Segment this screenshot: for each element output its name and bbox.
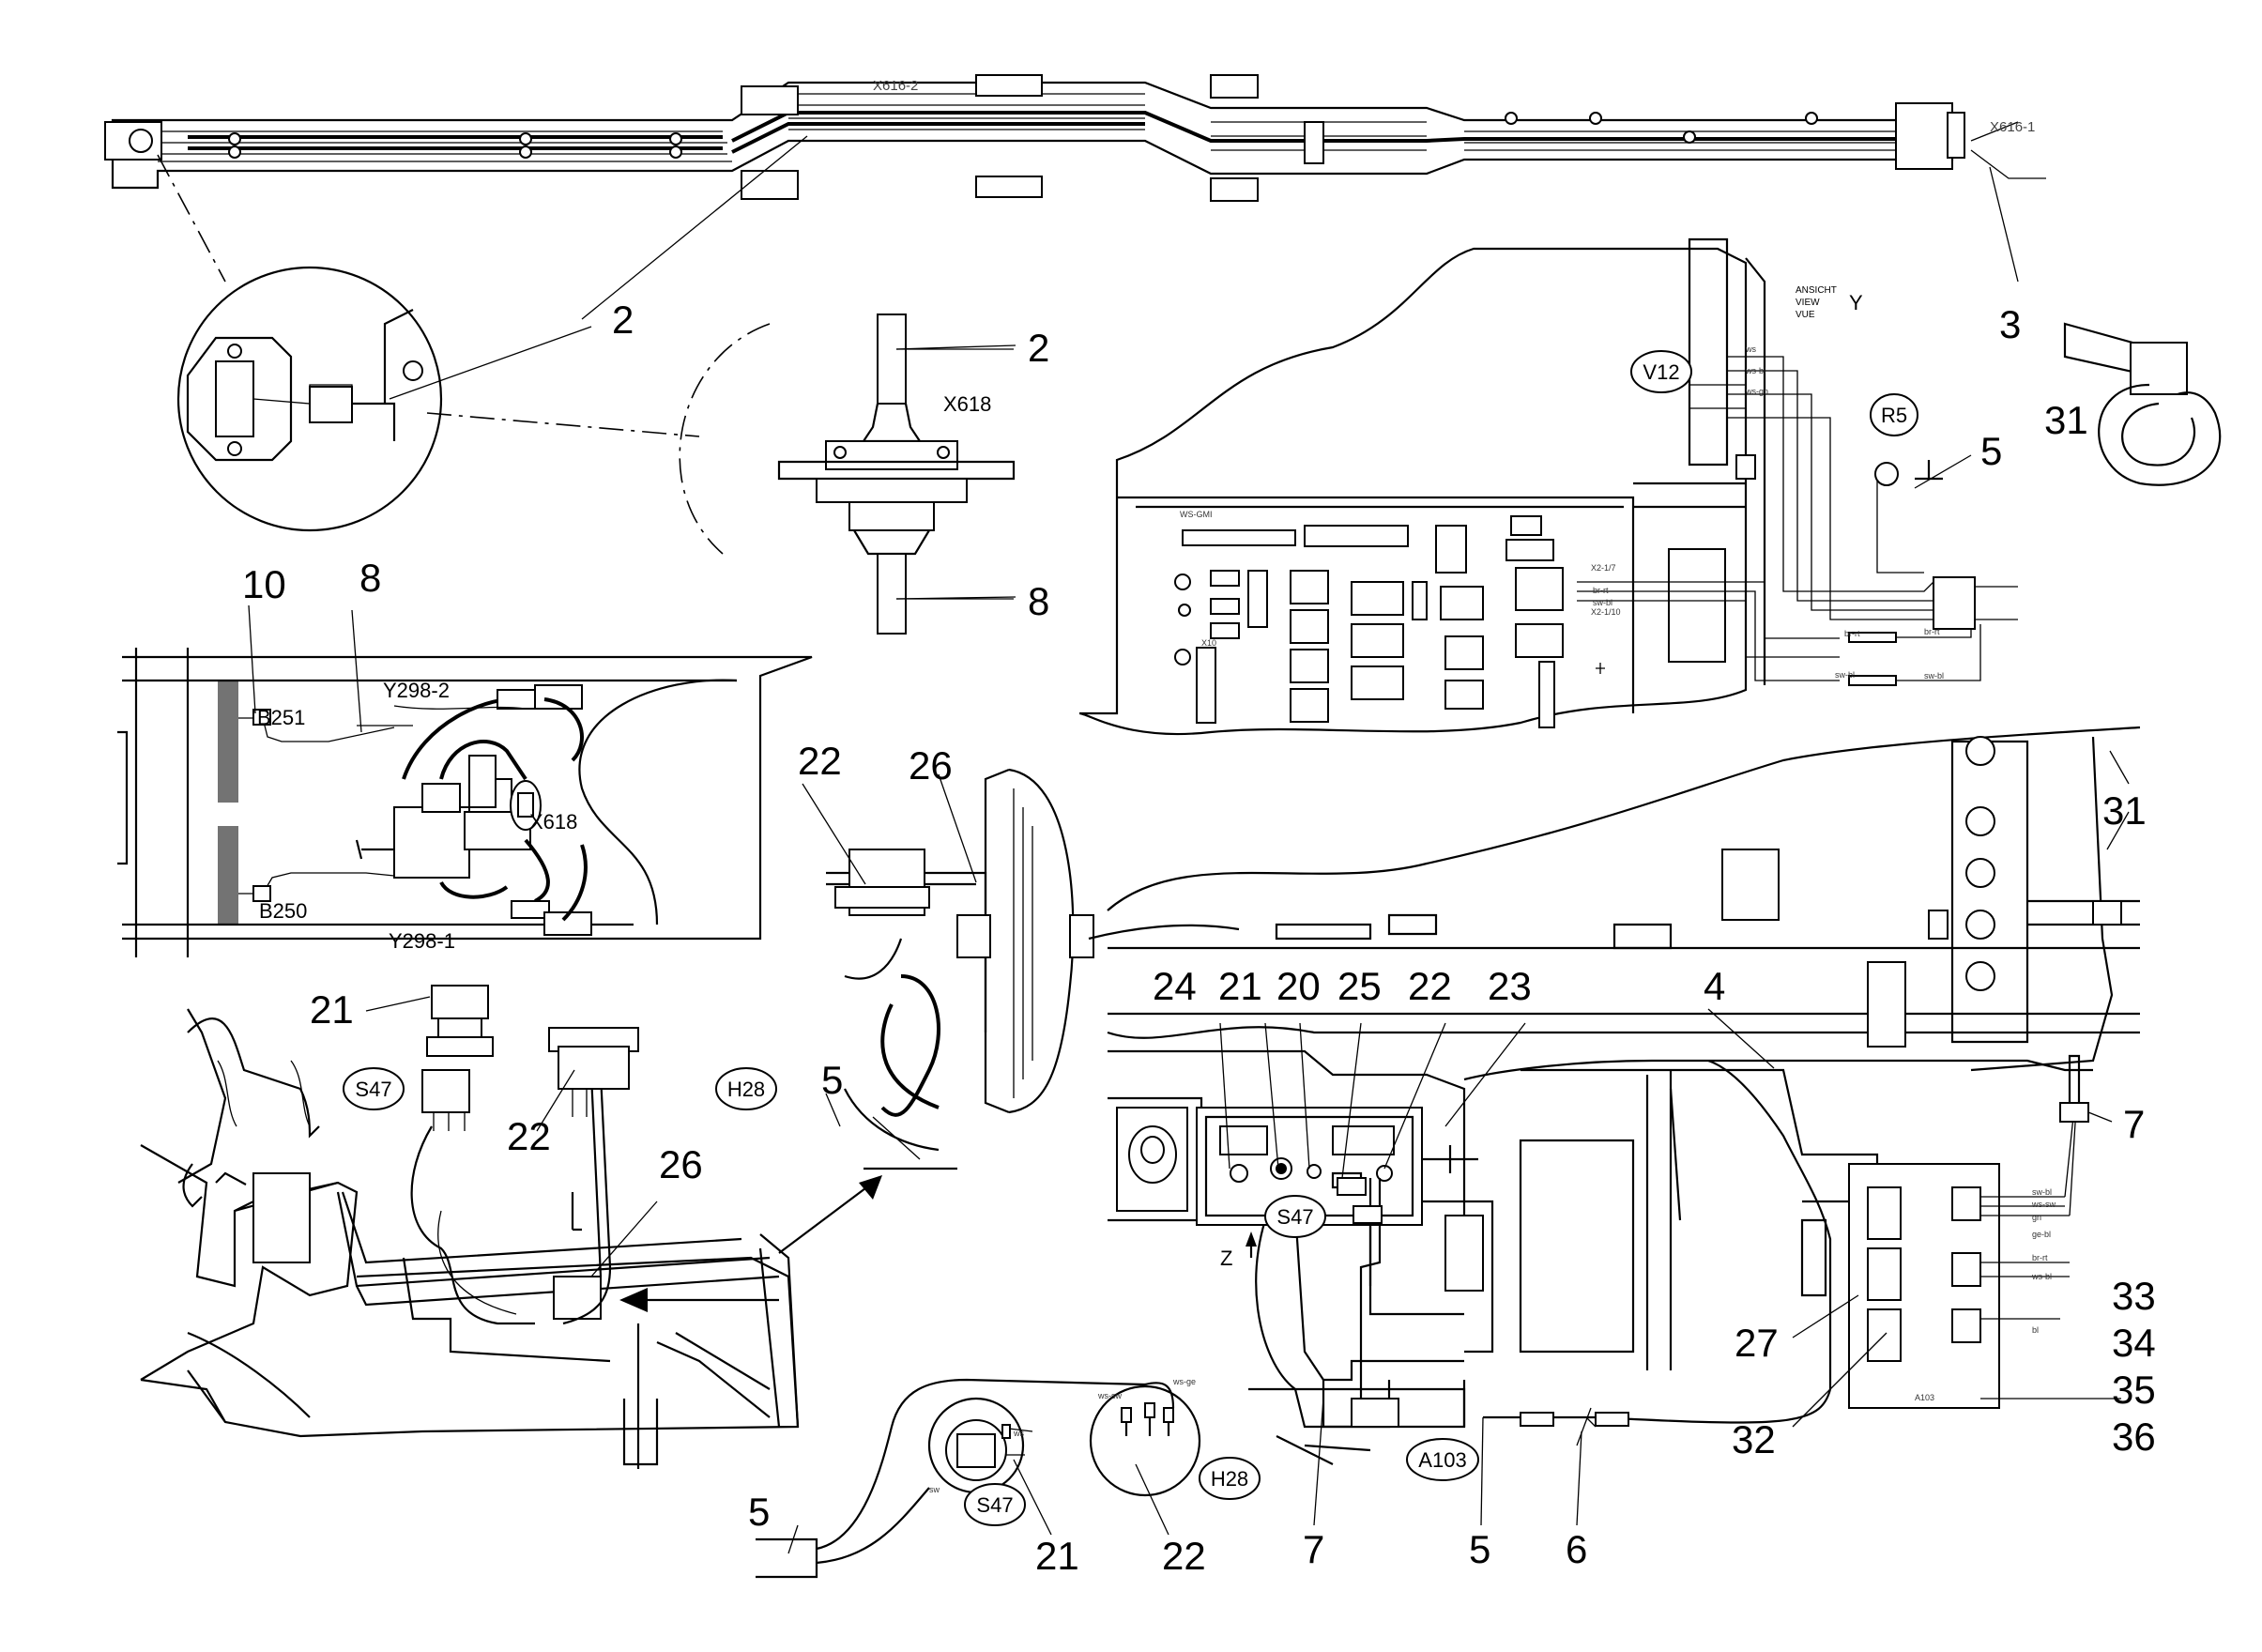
bubble-a103: A103 — [1418, 1448, 1466, 1472]
callout-33: 33 — [2112, 1274, 2156, 1318]
callout-35: 35 — [2112, 1368, 2156, 1412]
callout-31b: 31 — [2102, 788, 2147, 833]
callout-32: 32 — [1732, 1417, 1776, 1461]
lamp-mount-detail — [826, 768, 1094, 1170]
wire-code-h28-1: ws-sw — [1097, 1391, 1122, 1400]
callout-8a: 8 — [1028, 579, 1049, 623]
callout-36: 36 — [2112, 1415, 2156, 1459]
callout-8b: 8 — [359, 556, 381, 600]
a103-board: A103 sw-bl ws-sw gn ge-bl br-rt ws-bl bl — [1848, 1054, 2089, 1409]
callout-24: 24 — [1153, 964, 1197, 1008]
leader-lines — [248, 135, 2130, 1554]
label-x10: X10 — [1201, 638, 1216, 648]
callout-5c: 5 — [1469, 1527, 1490, 1571]
callout-34: 34 — [2112, 1321, 2156, 1365]
wire-code-a103-4: ge-bl — [2032, 1230, 2051, 1239]
callout-5d: 5 — [748, 1490, 770, 1534]
wire-code-sw-bl-2: sw-bl — [1924, 671, 1944, 681]
svg-text:WS-GMI: WS-GMI — [1180, 510, 1213, 519]
bubble-h28a: H28 — [727, 1078, 765, 1101]
bubble-v12: V12 — [1643, 360, 1679, 384]
label-x616-1: X616-1 — [1990, 119, 2035, 135]
wire-code-sw-bl-3: sw-bl — [1835, 670, 1855, 680]
label-x618-valve: X618 — [529, 810, 577, 834]
callout-31a: 31 — [2044, 398, 2088, 442]
wire-code-s47-1: ws — [1013, 1429, 1024, 1438]
wire-code-sw-bl: sw-bl — [1593, 598, 1612, 607]
label-x2-110: X2-1/10 — [1591, 607, 1621, 617]
label-z-view: Z — [1220, 1247, 1232, 1270]
callout-21a: 21 — [310, 987, 354, 1032]
bubble-s47c: S47 — [976, 1493, 1013, 1517]
callout-2a: 2 — [612, 298, 634, 342]
view-title-de: ANSICHT — [1796, 285, 1837, 296]
callout-22c: 22 — [1408, 964, 1452, 1008]
callout-20: 20 — [1276, 964, 1321, 1008]
x618-detail: X618 — [679, 314, 1016, 635]
label-b250: B250 — [259, 899, 307, 923]
wire-code-a103-5: br-rt — [2032, 1253, 2048, 1262]
connector-detail — [157, 154, 700, 532]
callout-6: 6 — [1566, 1527, 1587, 1571]
cable-tie — [2063, 322, 2222, 486]
label-a103-board: A103 — [1915, 1393, 1934, 1402]
wire-code-a103-1: sw-bl — [2032, 1187, 2052, 1197]
wire-code-ws-gn: ws-gn — [1745, 387, 1768, 396]
wire-code-a103-2: ws-sw — [2031, 1200, 2056, 1209]
label-y298-1: Y298-1 — [389, 929, 455, 953]
wire-code-br-rt-2: br-rt — [1924, 627, 1940, 636]
bubble-s47a: S47 — [355, 1078, 391, 1101]
callout-21c: 21 — [1035, 1534, 1079, 1578]
callout-23: 23 — [1488, 964, 1532, 1008]
wire-code-br-rt-3: br-rt — [1844, 629, 1860, 638]
bubble-r5: R5 — [1881, 404, 1907, 427]
wire-code-ws: ws — [1745, 344, 1756, 354]
view-title-y: Y — [1849, 291, 1863, 314]
label-x2-17: X2-1/7 — [1591, 563, 1616, 573]
callout-5b: 5 — [821, 1058, 843, 1102]
callout-numbers: 2 2 3 31 5 8 10 8 31 22 26 21 22 26 5 24… — [242, 298, 2156, 1578]
wire-code-ws-bl: ws-bl — [1745, 366, 1765, 375]
callout-26b: 26 — [659, 1142, 703, 1186]
wire-code-s47-2: sw — [929, 1485, 940, 1494]
view-y-cabinet: WS-GMI X10 ANSICHT VIEW VUE Y X2-1/7 X2-… — [1078, 237, 2018, 736]
callout-4: 4 — [1704, 964, 1725, 1008]
boom-harness: X616-2 X616-1 — [104, 74, 2046, 202]
callout-5a: 5 — [1980, 429, 2002, 473]
wire-code-a103-3: gn — [2032, 1213, 2041, 1222]
wire-code-br-rt: br-rt — [1593, 586, 1609, 595]
bubble-s47b: S47 — [1276, 1205, 1313, 1229]
callout-25: 25 — [1337, 964, 1382, 1008]
switch-wiring: ws-sw ws-ge ws sw — [756, 1377, 1201, 1579]
callout-7b: 7 — [1303, 1527, 1324, 1571]
callout-21b: 21 — [1218, 964, 1262, 1008]
view-title-en: VIEW — [1796, 298, 1820, 308]
callout-10: 10 — [242, 562, 286, 606]
view-title-fr: VUE — [1796, 310, 1815, 320]
callout-26a: 26 — [909, 743, 953, 788]
label-x618-top: X618 — [943, 392, 991, 416]
callout-22d: 22 — [1162, 1534, 1206, 1578]
wire-code-h28-2: ws-ge — [1172, 1377, 1196, 1386]
valve-frame: B251 B250 Y298-2 Y298-1 X618 — [117, 648, 813, 957]
bubble-h28b: H28 — [1211, 1467, 1248, 1491]
wire-code-a103-7: bl — [2032, 1325, 2039, 1335]
callout-22a: 22 — [798, 739, 842, 783]
callout-2b: 2 — [1028, 326, 1049, 370]
callout-22b: 22 — [507, 1114, 551, 1158]
cab-console — [140, 985, 882, 1469]
wire-code-a103-6: ws-bl — [2031, 1272, 2052, 1281]
bubble-labels: V12 R5 S47 H28 S47 A103 S47 H28 — [343, 350, 1918, 1526]
callout-27: 27 — [1735, 1321, 1779, 1365]
label-b251: B251 — [257, 706, 305, 729]
callout-7a: 7 — [2123, 1102, 2145, 1146]
control-board: WS-GMI X10 — [1174, 510, 1605, 728]
label-x616-2: X616-2 — [873, 78, 918, 94]
label-y298-2: Y298-2 — [383, 679, 450, 702]
callout-3: 3 — [1999, 302, 2021, 346]
